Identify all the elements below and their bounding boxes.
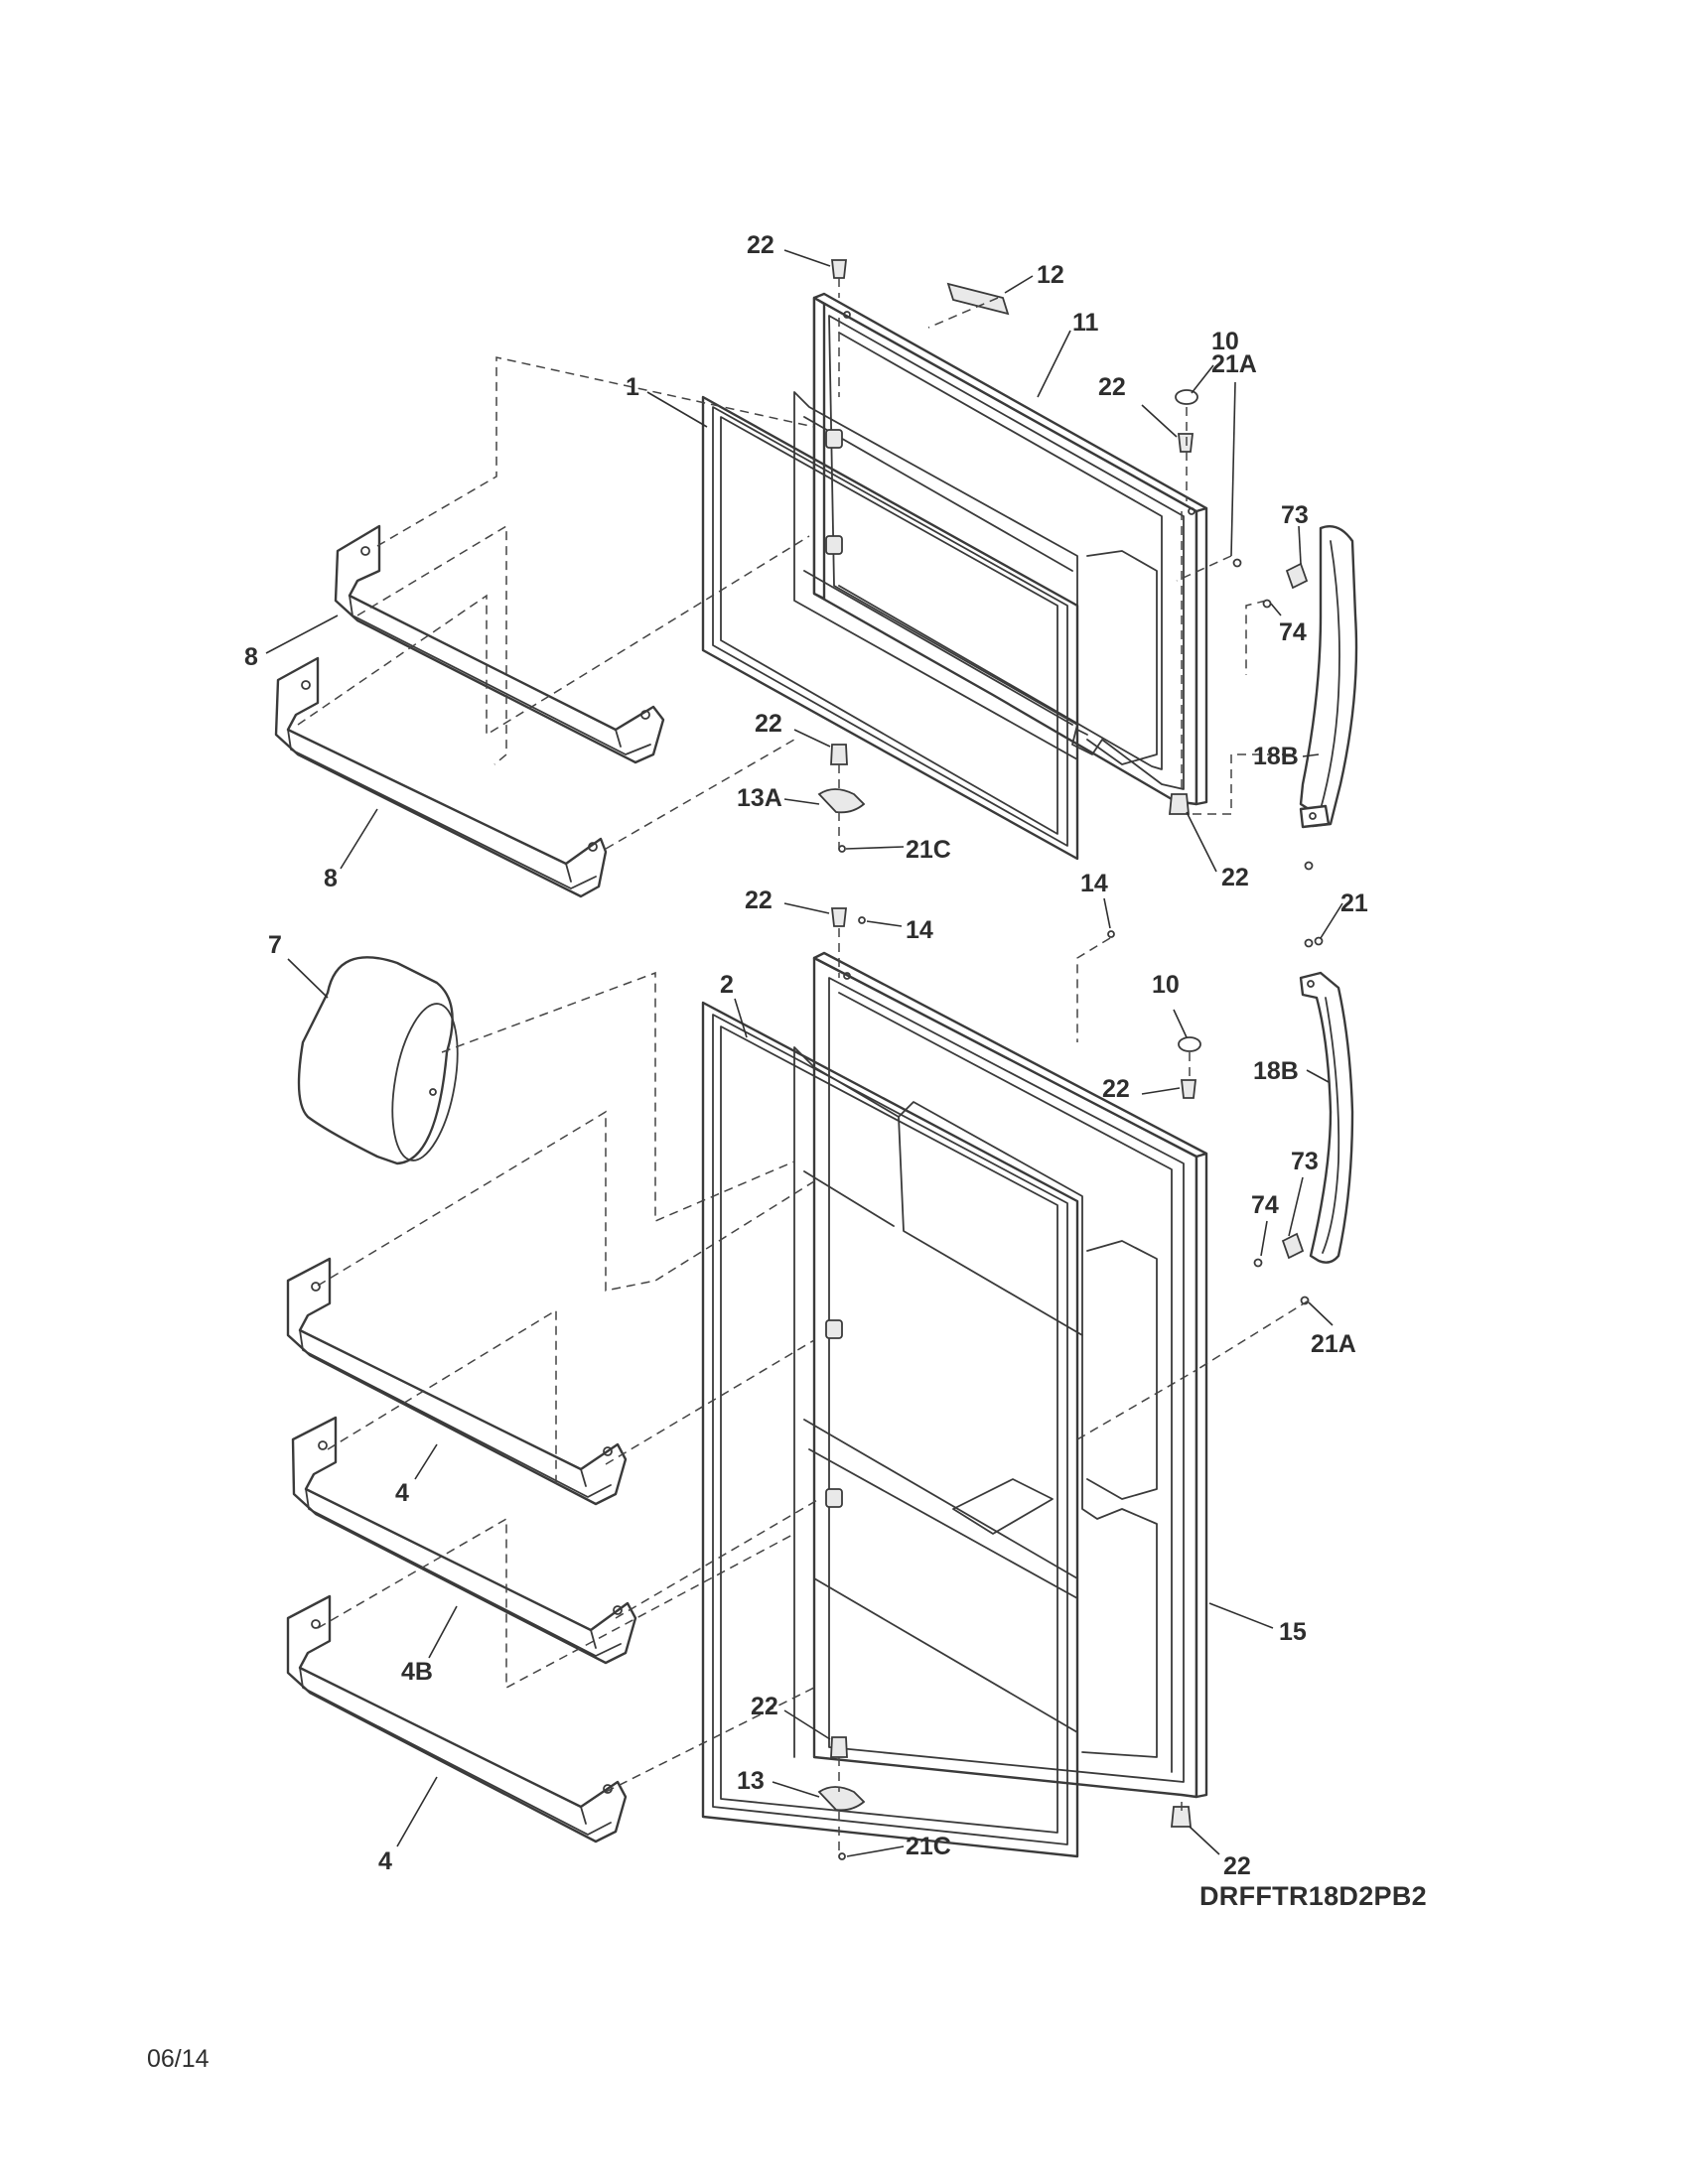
- freezer-gasket: [701, 395, 1079, 861]
- callout-22: 22: [747, 231, 774, 259]
- callout-73: 73: [1281, 501, 1309, 529]
- ff-shelf-clip-2: [825, 1488, 843, 1508]
- callout-18B: 18B: [1253, 1057, 1299, 1085]
- bin-8-upper: [334, 524, 665, 764]
- callout-1: 1: [626, 373, 639, 401]
- callout-21: 21: [1340, 889, 1368, 917]
- fresh-food-dike: [1086, 1240, 1158, 1500]
- fresh-food-door-edge: [812, 951, 1208, 1799]
- callout-4: 4: [395, 1479, 409, 1507]
- callout-13: 13: [737, 1767, 765, 1795]
- callout-21A: 21A: [1211, 350, 1257, 378]
- hardware: [830, 259, 1324, 1860]
- handle-upper: [1299, 524, 1358, 829]
- callout-12: 12: [1037, 261, 1064, 289]
- callout-11: 11: [1072, 309, 1099, 337]
- model-number: DRFFTR18D2PB2: [1199, 1881, 1427, 1911]
- fresh-food-door-outer: [812, 956, 1198, 1799]
- freezer-hinge-hole: [843, 311, 851, 319]
- fresh-food-door-panel: [793, 951, 1208, 1799]
- bin-4B: [291, 1416, 637, 1665]
- fresh-food-dairy-ledge: [952, 1478, 1054, 1535]
- callout-22: 22: [751, 1693, 778, 1720]
- callout-8: 8: [244, 643, 258, 671]
- freezer-dike: [1086, 550, 1158, 765]
- callout-7: 7: [268, 931, 282, 959]
- date-code: 06/14: [147, 2045, 210, 2073]
- callout-22: 22: [1098, 373, 1126, 401]
- handle-lower: [1299, 971, 1354, 1264]
- freezer-shelf-clip-1: [825, 429, 843, 449]
- callout-labels: 22 12 11 10 22 1 21A 73 74 8 22 18B 13A …: [244, 231, 1368, 1880]
- ff-shelf-clip-1: [825, 1319, 843, 1339]
- callout-8: 8: [324, 865, 338, 892]
- freezer-door-panel: [793, 292, 1208, 806]
- callout-4: 4: [378, 1847, 392, 1875]
- freezer-shelf-clip-2: [825, 535, 843, 555]
- fresh-food-well: [793, 1046, 1158, 1758]
- callout-73: 73: [1291, 1148, 1319, 1175]
- fresh-food-gasket: [701, 1001, 1079, 1858]
- callout-22: 22: [1102, 1075, 1130, 1103]
- callout-22: 22: [1221, 864, 1249, 891]
- freezer-shelf-lines: [803, 416, 1073, 726]
- freezer-liner-well: [793, 391, 1088, 760]
- callout-18B: 18B: [1253, 743, 1299, 770]
- callout-10: 10: [1211, 328, 1239, 355]
- callout-4B: 4B: [401, 1658, 433, 1686]
- callout-14: 14: [906, 916, 933, 944]
- fresh-food-shelf-lines: [803, 1170, 1078, 1733]
- label-plate: [946, 282, 1010, 316]
- fresh-food-liner-inset: [838, 992, 1173, 1773]
- hinge-13A: [817, 788, 866, 814]
- callout-22: 22: [745, 887, 773, 914]
- callout-15: 15: [1279, 1618, 1307, 1646]
- leader-lines: [265, 249, 1343, 1857]
- dairy-cover: [297, 956, 459, 1165]
- bin-4-lower: [286, 1594, 628, 1843]
- bin-8-lower: [274, 656, 608, 898]
- bin-4-upper: [286, 1257, 628, 1506]
- callout-22: 22: [1223, 1852, 1251, 1880]
- hinge-13: [817, 1786, 866, 1812]
- callout-74: 74: [1251, 1191, 1279, 1219]
- freezer-door-edge: [812, 292, 1208, 806]
- callout-21C: 21C: [906, 1833, 951, 1860]
- callout-21C: 21C: [906, 836, 951, 864]
- callout-2: 2: [720, 971, 734, 999]
- ff-hinge-hole: [843, 972, 851, 980]
- freezer-door-outer: [812, 296, 1198, 806]
- callout-10: 10: [1152, 971, 1180, 999]
- assembly-lines: [297, 278, 1310, 1856]
- callout-74: 74: [1279, 618, 1307, 646]
- freezer-handle-hole: [1188, 507, 1196, 515]
- callout-21A: 21A: [1311, 1330, 1356, 1358]
- callout-22: 22: [755, 710, 782, 738]
- callout-13A: 13A: [737, 784, 782, 812]
- callout-14: 14: [1080, 870, 1108, 897]
- freezer-liner-inset: [838, 332, 1163, 770]
